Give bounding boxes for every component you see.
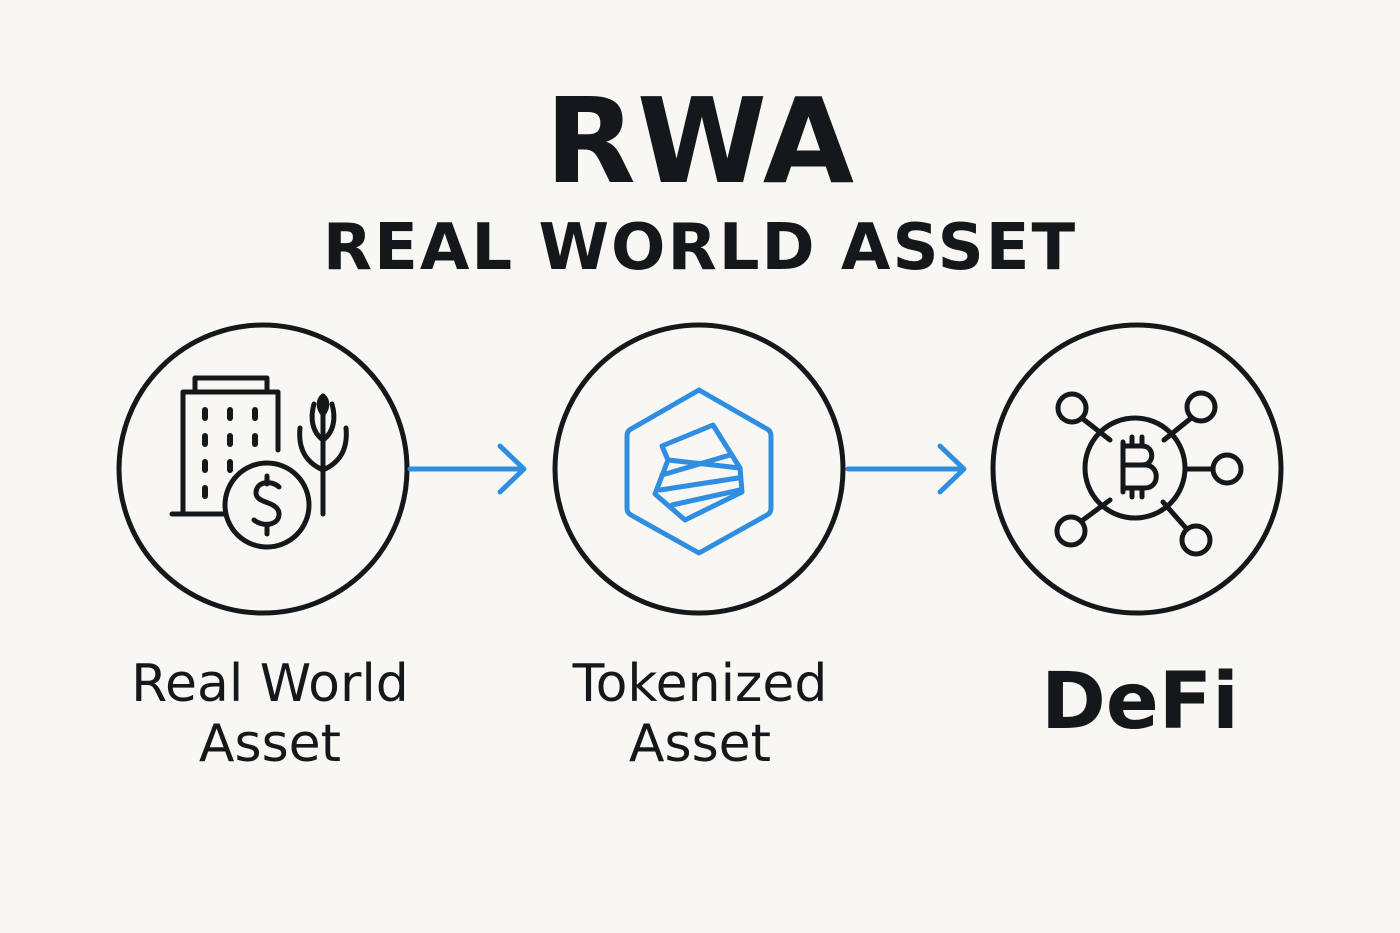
stage-label-tokenized-asset: Tokenized Asset: [530, 654, 870, 774]
bitcoin-network-icon: [1054, 390, 1244, 557]
stage-label-line: DeFi: [1041, 657, 1239, 747]
stage-circle-tokenized-asset: [552, 322, 846, 616]
stage-circle-real-world-asset: [116, 322, 410, 616]
stage-label-line: Asset: [628, 714, 772, 774]
building-coin-wheat-icon: [169, 375, 349, 550]
stage-label-line: Real World: [131, 654, 409, 714]
stage-circle-defi: [990, 322, 1284, 616]
diagram-subtitle: REAL WORLD ASSET: [322, 211, 1078, 285]
arrow-1-icon: [407, 443, 527, 495]
stage-label-defi: DeFi: [990, 660, 1290, 744]
hexagon-token-icon: [624, 387, 774, 556]
stage-label-line: Tokenized: [572, 654, 828, 714]
stage-label-real-world-asset: Real World Asset: [100, 654, 440, 774]
stage-label-line: Asset: [198, 714, 342, 774]
diagram-title: RWA: [544, 72, 856, 210]
arrow-2-icon: [845, 443, 967, 495]
